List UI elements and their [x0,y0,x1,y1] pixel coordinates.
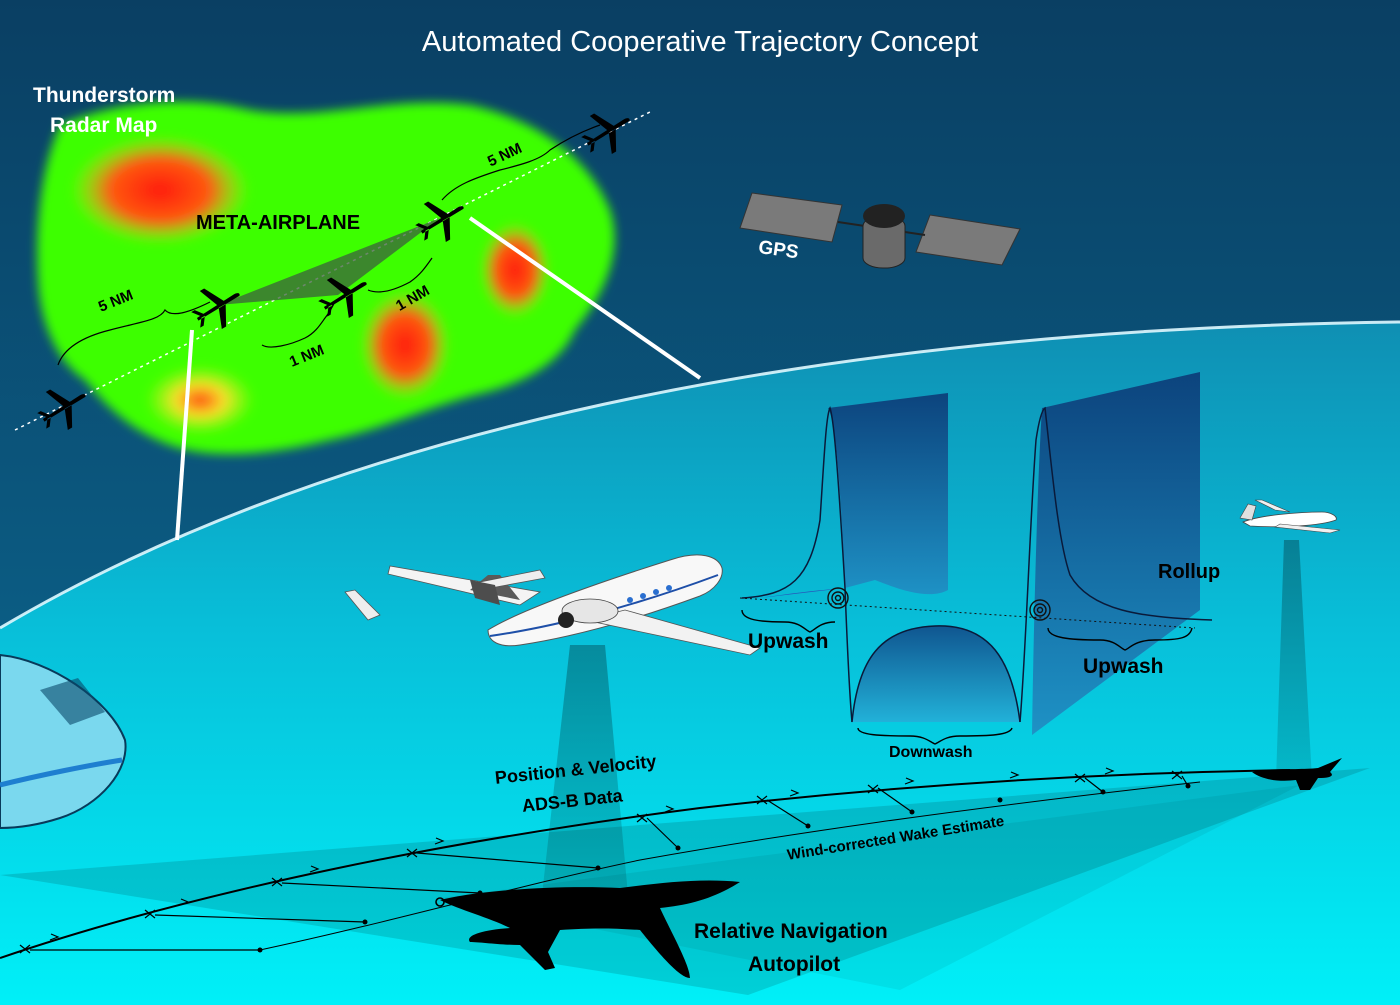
trajectory-line [0,769,1291,959]
brace-upwash-left [741,609,836,633]
formation-airplane-3 [318,277,367,319]
adsb-beam-follower [542,645,628,895]
upwash-left-label: Upwash [748,630,829,653]
radar-yellow-cell [145,365,255,435]
rollup-label: Rollup [1158,561,1221,583]
follower-jet-fuselage [487,554,723,647]
vortex-centerline [739,597,1196,629]
callout-line-left [175,329,194,541]
page-title: Automated Cooperative Trajectory Concept [421,26,979,58]
callout-line-right [468,216,702,380]
formation-airplane-2 [191,288,240,330]
follower-jet [344,554,761,656]
meta-airplane-label: META-AIRPLANE [196,212,361,234]
horizon-glow [0,320,1400,630]
brace-1nm-upper [367,257,433,293]
brace-downwash [857,727,1013,745]
wake-estimate-line [259,781,1201,951]
satellite-panel-right [915,214,1021,266]
satellite-panel-left [739,192,843,243]
autopilot-label-line2: Autopilot [748,953,841,976]
radar-red-cell-large [70,135,250,245]
vortex-spiral-left [827,587,849,609]
trajectory-dots [257,783,1191,953]
wake-downwash-trough [852,625,1020,722]
foreground-aircraft-nose [0,653,127,830]
wake-sheet-left [828,393,948,595]
adsb-beam-lead [1276,540,1312,780]
vortex-spiral-right [1029,599,1051,621]
follower-airplane-shadow [435,880,740,978]
brace-5nm-left [57,301,211,366]
downwash-label: Downwash [889,744,973,761]
wake-sheet-right [1032,372,1200,735]
lead-jet [1239,499,1341,534]
brace-5nm-right [441,124,601,201]
radar-red-cell-right [480,222,550,318]
trajectory-markers [19,767,1189,954]
radar-red-cell-center [360,290,450,400]
radar-map-label-line2: Radar Map [50,114,158,137]
formation-airplane-5 [581,113,630,155]
autopilot-label-line1: Relative Navigation [694,920,888,943]
gps-satellite [739,192,1021,269]
radar-map-label-line1: Thunderstorm [33,84,176,107]
upwash-right-label: Upwash [1083,655,1164,678]
lead-airplane-shadow [1252,758,1342,790]
wake-vortex-profile [739,372,1213,745]
meta-airplane-triangle [218,218,440,305]
formation-airplane-1 [37,389,86,431]
formation-airplane-4 [415,201,464,243]
follower-jet-engine [561,598,619,624]
brace-upwash-right [1047,627,1193,651]
